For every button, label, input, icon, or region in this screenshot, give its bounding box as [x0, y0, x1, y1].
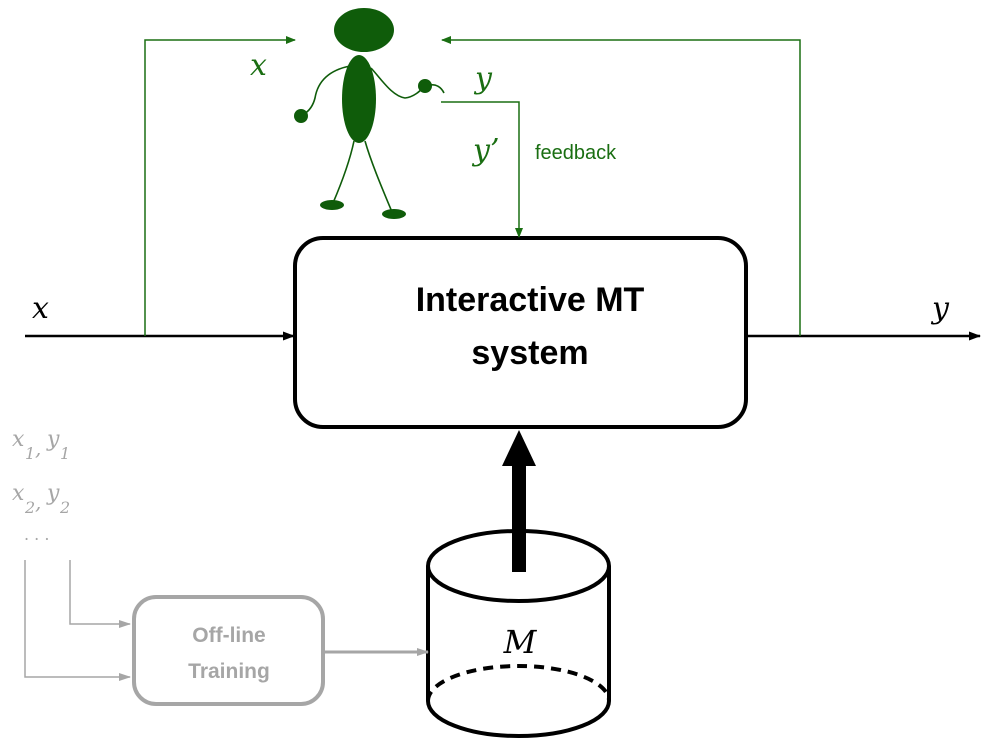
pair1-y: y: [46, 427, 60, 452]
output-y-label: y: [930, 291, 950, 326]
pairs-y-connector: [69, 560, 131, 628]
pair2-y: y: [46, 481, 60, 506]
user-x-label: x: [250, 48, 267, 83]
y-to-user-connector: [441, 36, 801, 336]
user-y-prime-label: y’: [471, 133, 499, 168]
main-box-title-line2: system: [471, 334, 588, 372]
model-to-system-arrow: [502, 430, 536, 572]
pair1-x-sub: 1: [25, 444, 35, 463]
pairs-x-connector: [24, 560, 131, 681]
pair2-x-sub: 2: [24, 498, 35, 517]
interactive-mt-system-box: [293, 236, 748, 429]
user-y-label: y: [473, 61, 493, 96]
training-label-line1: Off-line: [192, 624, 266, 647]
main-box-title-line1: Interactive MT: [416, 281, 645, 319]
pair2-sep: ,: [35, 490, 41, 514]
pair1-y-sub: 1: [60, 444, 70, 463]
user-figure-icon: [294, 8, 445, 219]
feedback-connector: [441, 101, 523, 238]
pair1-x: x: [12, 427, 25, 452]
pair2-x: x: [12, 481, 25, 506]
x-to-user-connector: [144, 36, 296, 336]
feedback-label: feedback: [535, 142, 617, 164]
training-pairs: x 1 , y 1 x 2 , y 2 . . .: [12, 427, 70, 544]
offline-training-box: [132, 595, 325, 706]
input-x-label: x: [32, 291, 49, 326]
training-label-line2: Training: [188, 660, 270, 683]
model-label: M: [503, 623, 538, 661]
pair1-sep: ,: [35, 436, 41, 460]
pair2-y-sub: 2: [59, 498, 70, 517]
pairs-ellipsis: . . .: [24, 525, 49, 544]
